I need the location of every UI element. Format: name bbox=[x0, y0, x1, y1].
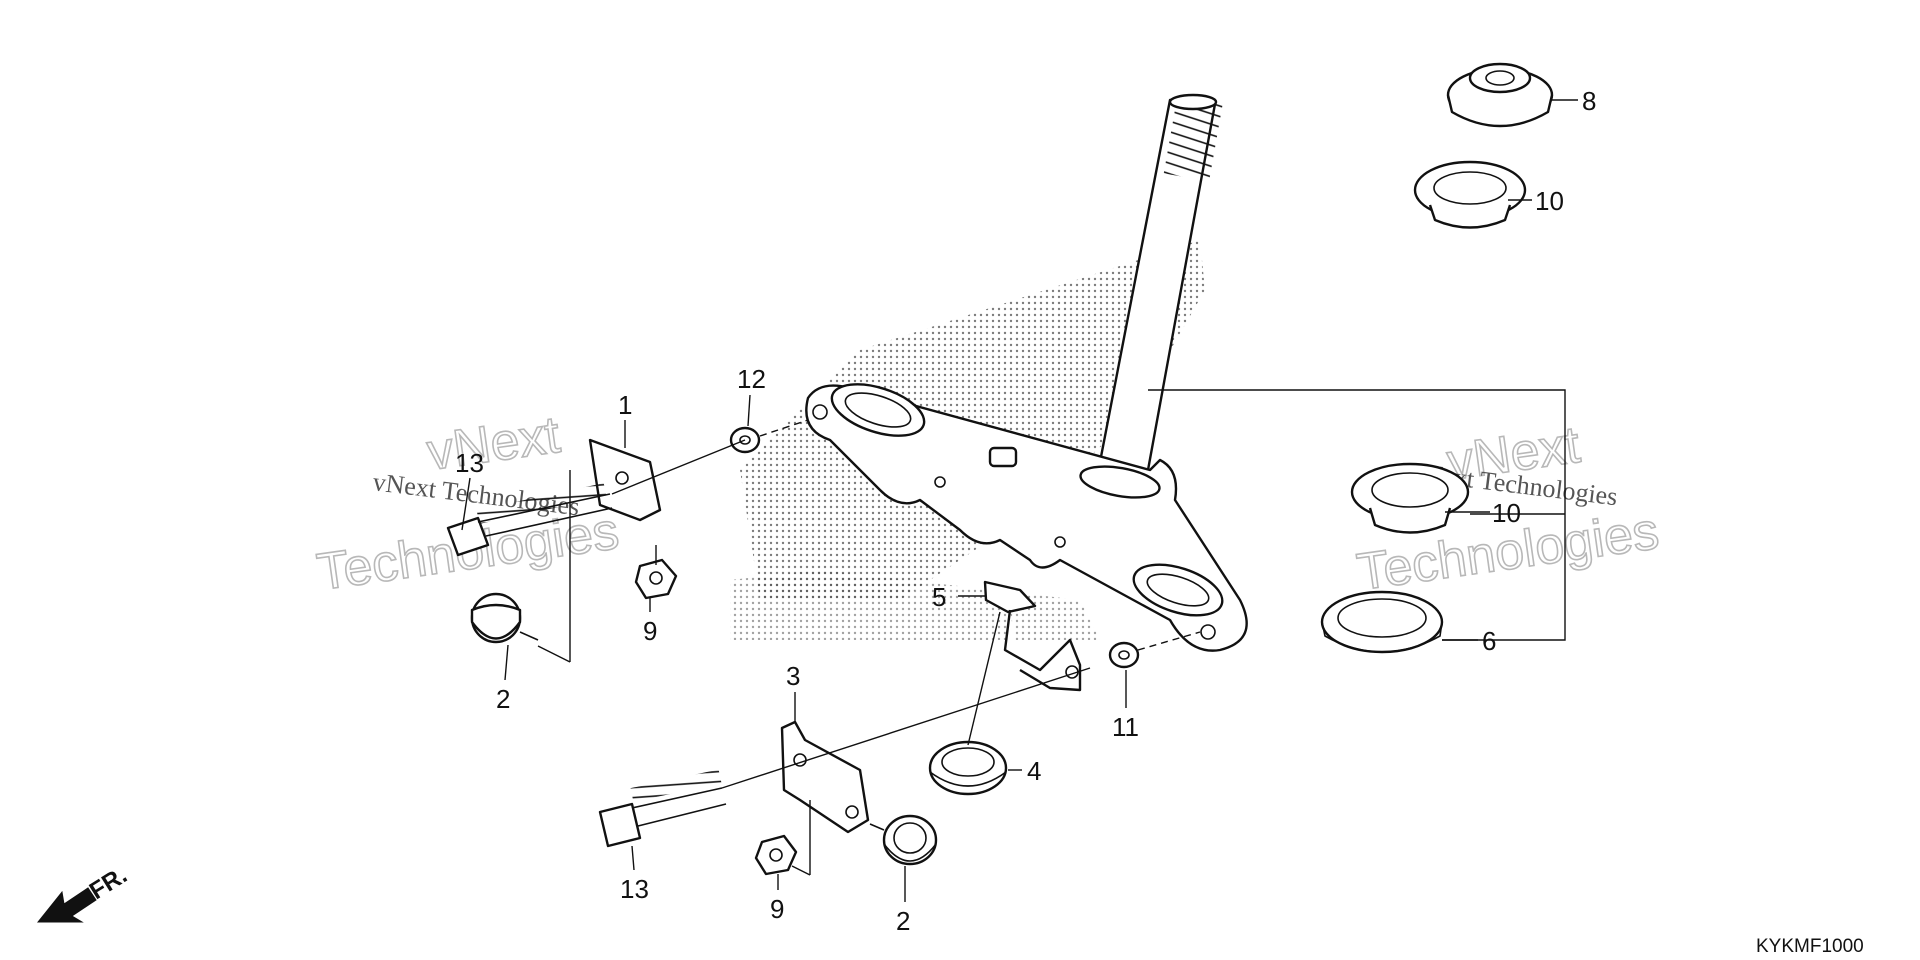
callout-12: 12 bbox=[737, 364, 766, 394]
callouts: 8 10 10 6 12 1 13 9 2 3 4 5 11 13 9 2 bbox=[455, 86, 1596, 936]
callout-9-lower: 9 bbox=[770, 894, 784, 924]
diagram-code: KYKMF1000 bbox=[1756, 936, 1864, 957]
callout-4: 4 bbox=[1027, 756, 1041, 786]
leader-lines bbox=[461, 99, 1578, 902]
part-4-grommet bbox=[928, 740, 1008, 796]
callout-3: 3 bbox=[786, 661, 800, 691]
callout-2-upper: 2 bbox=[496, 684, 510, 714]
callout-5: 5 bbox=[932, 582, 946, 612]
stem-bracket-line bbox=[1148, 389, 1566, 641]
part-8-stem-nut bbox=[1446, 62, 1554, 128]
part-13-upper-bolt bbox=[446, 483, 613, 557]
front-direction-indicator: FR. bbox=[36, 862, 132, 923]
part-11-washer bbox=[1108, 641, 1140, 669]
part-6-dust-seal bbox=[1320, 590, 1444, 654]
callout-10-lower: 10 bbox=[1492, 498, 1521, 528]
callout-9-upper: 9 bbox=[643, 616, 657, 646]
part-10-lower-bearing bbox=[1350, 462, 1470, 534]
steering-stem bbox=[805, 93, 1248, 652]
callout-11: 11 bbox=[1112, 712, 1139, 742]
arrow-left-icon bbox=[36, 887, 97, 923]
part-5-guide bbox=[983, 580, 1082, 692]
part-9-lower-nut bbox=[754, 834, 798, 876]
part-3-bracket bbox=[780, 720, 870, 834]
part-10-upper-bearing bbox=[1413, 160, 1527, 229]
part-9-upper-nut bbox=[634, 558, 678, 600]
callout-13-lower: 13 bbox=[620, 874, 649, 904]
callout-8: 8 bbox=[1582, 86, 1596, 116]
part-2-lower-cap bbox=[869, 814, 938, 866]
callout-10-upper: 10 bbox=[1535, 186, 1564, 216]
assembly-lines bbox=[537, 419, 1201, 876]
part-13-lower-bolt bbox=[598, 769, 727, 848]
callout-6: 6 bbox=[1482, 626, 1496, 656]
callout-13-upper: 13 bbox=[455, 448, 484, 478]
svg-text:vNext: vNext bbox=[424, 406, 564, 482]
watermark-left: vNext Technologies vNext Technologies bbox=[313, 405, 623, 603]
callout-1: 1 bbox=[618, 390, 632, 420]
part-2-upper-cap bbox=[470, 592, 539, 644]
callout-2-lower: 2 bbox=[896, 906, 910, 936]
